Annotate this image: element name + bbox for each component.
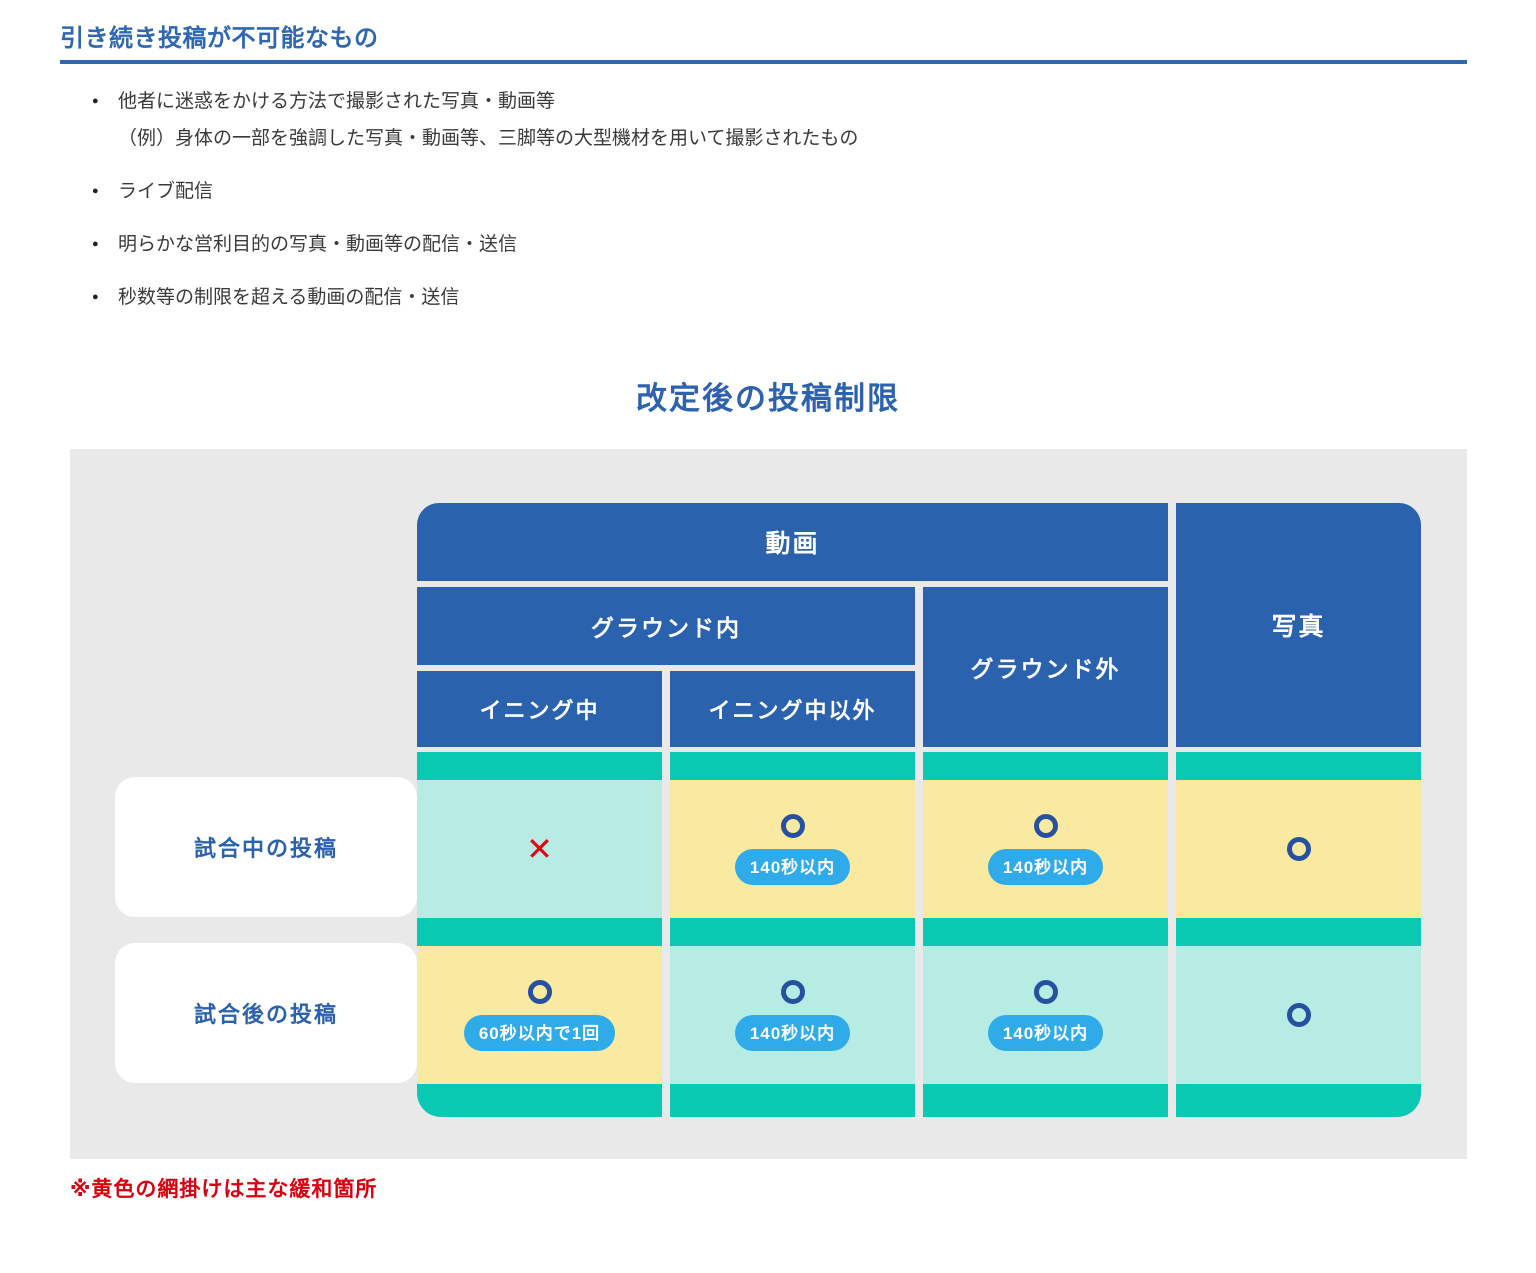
list-item: ● 秒数等の制限を超える動画の配信・送信 <box>92 284 1536 311</box>
column-during-inning: ✕ 60秒以内で1回 <box>417 752 662 1117</box>
limit-pill: 140秒以内 <box>987 1014 1104 1051</box>
header-video: 動画 <box>417 503 1168 581</box>
section-heading-wrap: 引き続き投稿が不可能なもの <box>60 18 1467 64</box>
limit-pill: 140秒以内 <box>987 848 1104 885</box>
allowed-circle-icon <box>1286 1003 1311 1027</box>
column-outside-inning: 140秒以内 140秒以内 <box>670 752 915 1117</box>
figure-title: 改定後の投稿制限 <box>636 381 900 416</box>
header-outside-ground: グラウンド外 <box>923 587 1168 747</box>
cell-during-match-during-inning: ✕ <box>417 780 662 918</box>
allowed-circle-icon <box>780 979 805 1004</box>
list-item-text: ライブ配信 <box>118 181 214 202</box>
list-item: ● 他者に迷惑をかける方法で撮影された写真・動画等 （例）身体の一部を強調した写… <box>92 88 1536 152</box>
cell-during-match-outside-ground: 140秒以内 <box>923 780 1168 918</box>
limit-pill: 140秒以内 <box>734 1014 851 1051</box>
cell-after-match-photo <box>1176 946 1421 1084</box>
teal-strip <box>923 1084 1168 1117</box>
teal-strip <box>1176 1084 1421 1117</box>
bullet-icon: ● <box>92 238 99 250</box>
list-item-text: 明らかな営利目的の写真・動画等の配信・送信 <box>118 234 518 255</box>
heading-underline <box>60 60 1467 64</box>
allowed-circle-icon <box>527 979 552 1004</box>
teal-strip <box>1176 918 1421 946</box>
teal-strip <box>417 1084 662 1117</box>
teal-strip <box>670 918 915 946</box>
teal-strip <box>923 752 1168 780</box>
list-item-text: 他者に迷惑をかける方法で撮影された写真・動画等 <box>118 91 556 112</box>
header-photo: 写真 <box>1176 503 1421 747</box>
header-during-inning: イニング中 <box>417 671 662 747</box>
allowed-circle-icon <box>780 813 805 838</box>
header-outside-inning: イニング中以外 <box>670 671 915 747</box>
teal-strip <box>670 1084 915 1117</box>
cell-after-match-outside-inning: 140秒以内 <box>670 946 915 1084</box>
limit-pill: 140秒以内 <box>734 848 851 885</box>
teal-strip <box>670 752 915 780</box>
teal-strip <box>923 918 1168 946</box>
teal-strip <box>417 752 662 780</box>
allowed-circle-icon <box>1033 813 1058 838</box>
allowed-circle-icon <box>1286 837 1311 861</box>
column-outside-ground: 140秒以内 140秒以内 <box>923 752 1168 1117</box>
prohibited-cross-icon: ✕ <box>526 831 553 867</box>
cell-after-match-during-inning: 60秒以内で1回 <box>417 946 662 1084</box>
list-item-example: （例）身体の一部を強調した写真・動画等、三脚等の大型機材を用いて撮影されたもの <box>118 128 859 149</box>
teal-strip <box>417 918 662 946</box>
row-label-during-match: 試合中の投稿 <box>115 777 417 917</box>
table-body: ✕ 60秒以内で1回 140秒以内 140秒以内 <box>417 752 1421 1117</box>
bullet-icon: ● <box>92 291 99 303</box>
teal-strip <box>1176 752 1421 780</box>
limit-pill: 60秒以内で1回 <box>463 1014 616 1051</box>
list-item: ● 明らかな営利目的の写真・動画等の配信・送信 <box>92 231 1536 258</box>
restrictions-figure-panel: 動画 写真 グラウンド内 グラウンド外 イニング中 イニング中以外 ✕ 60秒以… <box>70 449 1467 1159</box>
cell-after-match-outside-ground: 140秒以内 <box>923 946 1168 1084</box>
list-item: ● ライブ配信 <box>92 178 1536 205</box>
footnote: ※黄色の網掛けは主な緩和箇所 <box>70 1178 378 1201</box>
header-inside-ground: グラウンド内 <box>417 587 915 665</box>
prohibited-items-list: ● 他者に迷惑をかける方法で撮影された写真・動画等 （例）身体の一部を強調した写… <box>92 88 1536 311</box>
row-label-after-match: 試合後の投稿 <box>115 943 417 1083</box>
list-item-text: 秒数等の制限を超える動画の配信・送信 <box>118 287 460 308</box>
cell-during-match-outside-inning: 140秒以内 <box>670 780 915 918</box>
column-photo <box>1176 752 1421 1117</box>
bullet-icon: ● <box>92 95 99 107</box>
cell-during-match-photo <box>1176 780 1421 918</box>
bullet-icon: ● <box>92 185 99 197</box>
allowed-circle-icon <box>1033 979 1058 1004</box>
table-header: 動画 写真 グラウンド内 グラウンド外 イニング中 イニング中以外 <box>417 503 1421 747</box>
section-heading: 引き続き投稿が不可能なもの <box>60 25 379 52</box>
